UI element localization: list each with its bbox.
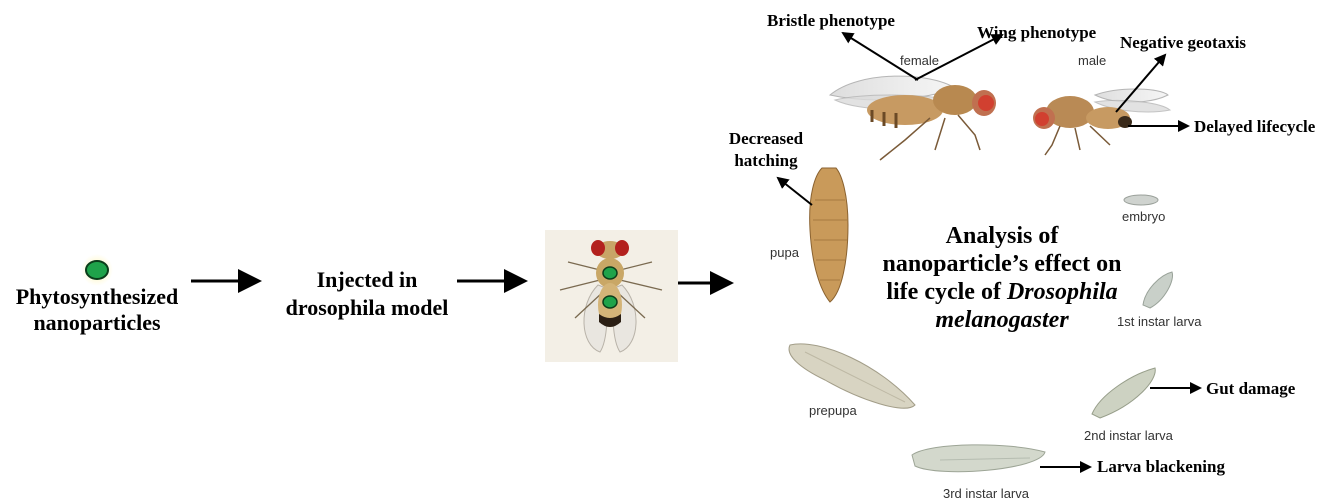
injected-label-line2: drosophila model: [278, 294, 456, 322]
pupa-label: pupa: [770, 245, 799, 260]
lifecycle-analysis-title: Analysis of nanoparticle’s effect on lif…: [868, 222, 1136, 334]
title-line3-prefix: life cycle of: [886, 279, 1007, 305]
embryo-image: [1124, 195, 1158, 205]
title-line1: Analysis of: [868, 222, 1136, 250]
female-fly-image: [830, 76, 996, 160]
decreased-hatching-line1: Decreased: [716, 128, 816, 150]
embryo-label: embryo: [1122, 209, 1165, 224]
decreased-hatching-label: Decreased hatching: [716, 128, 816, 172]
title-line2: nanoparticle’s effect on: [868, 250, 1136, 278]
nanoparticles-label: Phytosynthesized nanoparticles: [6, 284, 188, 336]
larva-blackening-label: Larva blackening: [1097, 457, 1225, 477]
instar1-label: 1st instar larva: [1117, 314, 1202, 329]
nanoparticle-icon: [81, 254, 113, 286]
instar3-label: 3rd instar larva: [943, 486, 1029, 501]
prepupa-label: prepupa: [809, 403, 857, 418]
female-label: female: [900, 53, 939, 68]
injected-label-line1: Injected in: [278, 266, 456, 294]
injected-fly-image: [545, 230, 678, 362]
gut-damage-label: Gut damage: [1206, 379, 1295, 399]
male-label: male: [1078, 53, 1106, 68]
nanoparticles-label-line2: nanoparticles: [6, 310, 188, 336]
instar1-larva-image: [1143, 272, 1173, 308]
nanoparticles-label-line1: Phytosynthesized: [6, 284, 188, 310]
injected-label: Injected in drosophila model: [278, 266, 456, 322]
decreased-hatching-line2: hatching: [716, 150, 816, 172]
bristle-phenotype-label: Bristle phenotype: [767, 11, 895, 31]
wing-phenotype-label: Wing phenotype: [977, 23, 1096, 43]
pupa-image: [810, 168, 848, 302]
hatching-arrow: [778, 178, 812, 205]
instar2-larva-image: [1092, 368, 1155, 418]
delayed-lifecycle-label: Delayed lifecycle: [1194, 117, 1315, 137]
instar3-larva-image: [912, 445, 1045, 472]
negative-geotaxis-label: Negative geotaxis: [1120, 33, 1246, 53]
title-line4: melanogaster: [868, 306, 1136, 334]
male-fly-image: [1033, 89, 1170, 155]
title-line3-italic: Drosophila: [1007, 279, 1118, 305]
title-line3: life cycle of Drosophila: [868, 278, 1136, 306]
prepupa-image: [789, 344, 915, 408]
instar2-label: 2nd instar larva: [1084, 428, 1173, 443]
